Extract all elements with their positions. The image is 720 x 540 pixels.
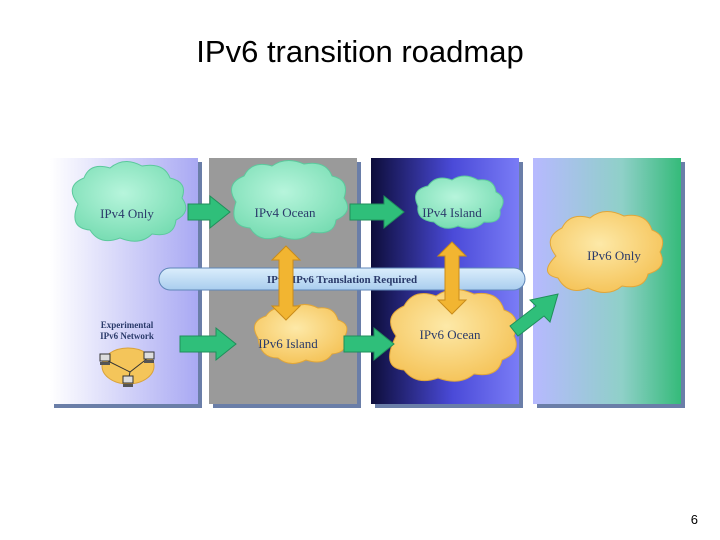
cloud-label-ipv6-only: IPv6 Only [587, 248, 641, 263]
cloud-label-ipv4-only: IPv4 Only [100, 206, 154, 221]
computer-icon [143, 351, 155, 363]
panel-4 [533, 158, 685, 408]
cloud-ipv6-ocean: IPv6 Ocean [389, 289, 517, 382]
double-arrow-island-to-ocean [436, 241, 468, 315]
slide-title: IPv6 transition roadmap [196, 34, 524, 69]
transition-diagram: IPv4 Only IPv4 Ocean IPv4 Island IPv4/IP… [48, 156, 692, 412]
slide-number: 6 [690, 512, 698, 527]
arrow-ocean-to-island [349, 194, 405, 230]
experimental-label-line2: IPv6 Network [100, 331, 154, 341]
double-arrow-ocean-to-island [270, 245, 302, 321]
experimental-label-line1: Experimental [101, 320, 154, 330]
cloud-label-ipv4-island: IPv4 Island [422, 205, 482, 220]
computer-icon [99, 353, 111, 365]
arrow-island-to-ipv6-ocean [343, 326, 395, 362]
cloud-ipv4-island: IPv4 Island [415, 175, 504, 229]
arrow-ocean-to-ipv6-only [509, 293, 559, 337]
arrow-exp-to-ipv6-island [179, 326, 237, 362]
computer-icon [122, 375, 134, 387]
cloud-label-ipv6-ocean: IPv6 Ocean [419, 327, 481, 342]
arrow-ipv4only-to-ocean [187, 194, 231, 230]
translation-band-label: IPv4/IPv6 Translation Required [267, 274, 417, 286]
cloud-label-ipv6-island: IPv6 Island [258, 336, 318, 351]
cloud-ipv6-only: IPv6 Only [547, 211, 664, 293]
translation-band: IPv4/IPv6 Translation Required [158, 267, 526, 291]
cloud-ipv4-ocean: IPv4 Ocean [231, 160, 349, 240]
cloud-ipv4-only: IPv4 Only [71, 161, 187, 242]
cloud-label-ipv4-ocean: IPv4 Ocean [254, 205, 316, 220]
experimental-network: Experimental IPv6 Network [99, 320, 155, 387]
